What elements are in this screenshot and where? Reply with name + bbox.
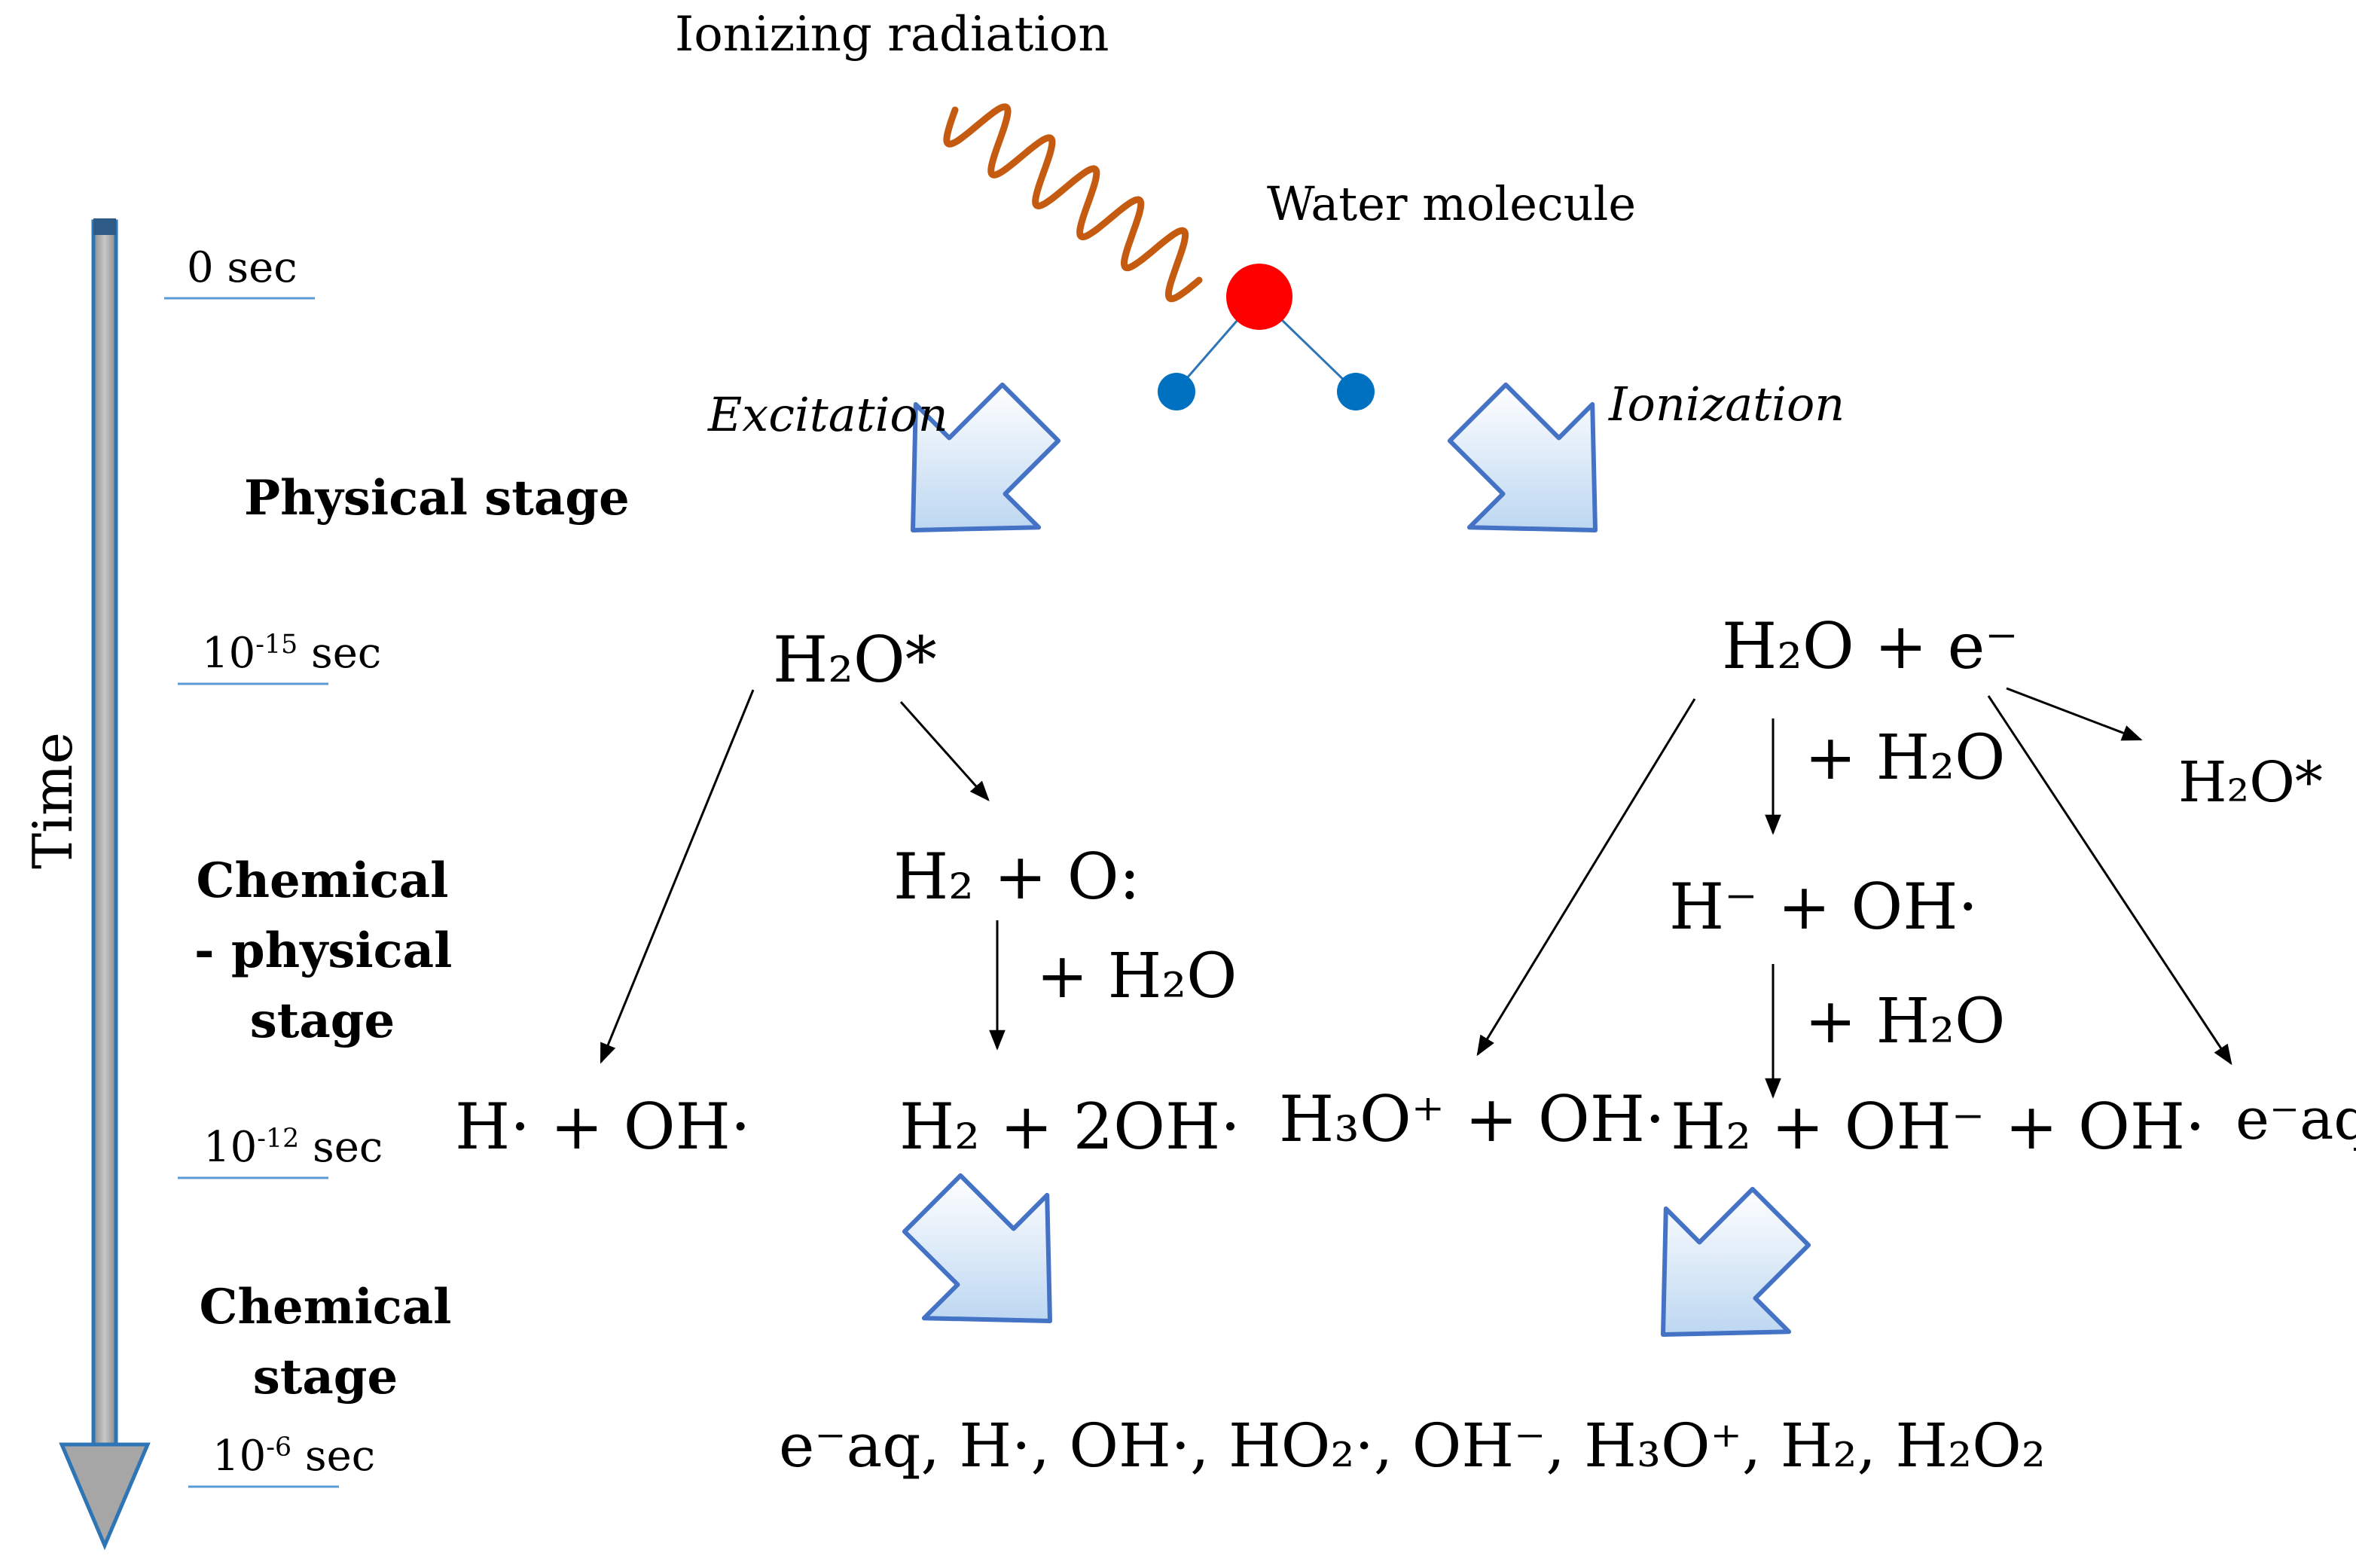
species-h2-plus-o: H₂ + O:: [893, 840, 1140, 914]
stage-chemical-physical: Chemical - physical stage: [194, 847, 453, 1056]
block-arrow-ionization: [1447, 382, 1598, 532]
reagent-plus-h2o-right-2: + H₂O: [1805, 986, 2006, 1057]
block-arrow-right-to-products: [1661, 1186, 1811, 1337]
stage-chemical-line1: Chemical: [199, 1279, 452, 1335]
block-arrows: [902, 382, 1811, 1337]
block-arrow-left-to-products: [902, 1173, 1052, 1323]
time-tick-12: 10-12 sec: [203, 1123, 383, 1172]
radiation-label: Ionizing radiation: [675, 7, 1109, 63]
species-e-aq: e⁻aq: [2235, 1085, 2356, 1152]
final-products: e⁻aq, H·, OH·, HO₂·, OH⁻, H₃O⁺, H₂, H₂O₂: [779, 1411, 2046, 1481]
time-tick-0: 0 sec: [187, 243, 298, 292]
stage-physical: Physical stage: [244, 470, 630, 526]
reagent-plus-h2o-right-1: + H₂O: [1805, 722, 2006, 794]
block-arrow-excitation: [911, 382, 1061, 532]
species-h-plus-oh: H· + OH·: [455, 1090, 751, 1164]
arrow-ion-to-h2o-star: [2006, 687, 2143, 741]
stage-chemical-physical-line3: stage: [249, 992, 395, 1049]
ionization-label: Ionization: [1609, 377, 1845, 432]
stage-chemical-physical-line1: Chemical: [196, 853, 449, 909]
time-axis-label: Time: [21, 732, 84, 869]
reagent-plus-h2o-left: + H₂O: [1036, 941, 1238, 1012]
time-axis-arrow: [59, 218, 151, 1551]
arrow-h2o-star-to-h-oh: [600, 689, 755, 1064]
time-tick-6: 10-6 sec: [212, 1432, 376, 1481]
hydrogen-atom-left: [1158, 373, 1195, 410]
time-tick-lines: [164, 297, 339, 1488]
species-h2-plus-2oh: H₂ + 2OH·: [899, 1090, 1241, 1164]
molecule-label: Water molecule: [1267, 176, 1637, 231]
oxygen-atom: [1226, 264, 1292, 330]
species-h2-ohminus-oh: H₂ + OH⁻ + OH·: [1671, 1090, 2205, 1164]
reaction-arrows: [600, 687, 2232, 1099]
species-h2o-plus-electron: H₂O + e⁻: [1722, 609, 2019, 683]
arrow-ion-to-e-aq: [1987, 695, 2232, 1066]
arrow-ion-to-h3o-oh: [1476, 698, 1696, 1057]
time-tick-15: 10-15 sec: [202, 629, 382, 678]
arrow-h2o-star-to-h2-o: [899, 701, 990, 802]
excitation-label: Excitation: [708, 387, 948, 442]
radiation-wave: [943, 103, 1203, 303]
water-molecule: [1158, 264, 1375, 410]
species-h2o-excited-right: H₂O*: [2178, 750, 2323, 815]
stage-chemical-physical-line2: - physical: [194, 922, 453, 979]
stage-chemical-line2: stage: [252, 1348, 398, 1405]
hydrogen-atom-right: [1337, 373, 1375, 410]
species-h3o-plus-oh: H₃O⁺ + OH·: [1279, 1082, 1665, 1156]
species-h-minus-plus-oh: H⁻ + OH·: [1669, 870, 1979, 944]
stage-chemical: Chemical stage: [197, 1273, 453, 1413]
species-h2o-excited: H₂O*: [773, 623, 937, 697]
